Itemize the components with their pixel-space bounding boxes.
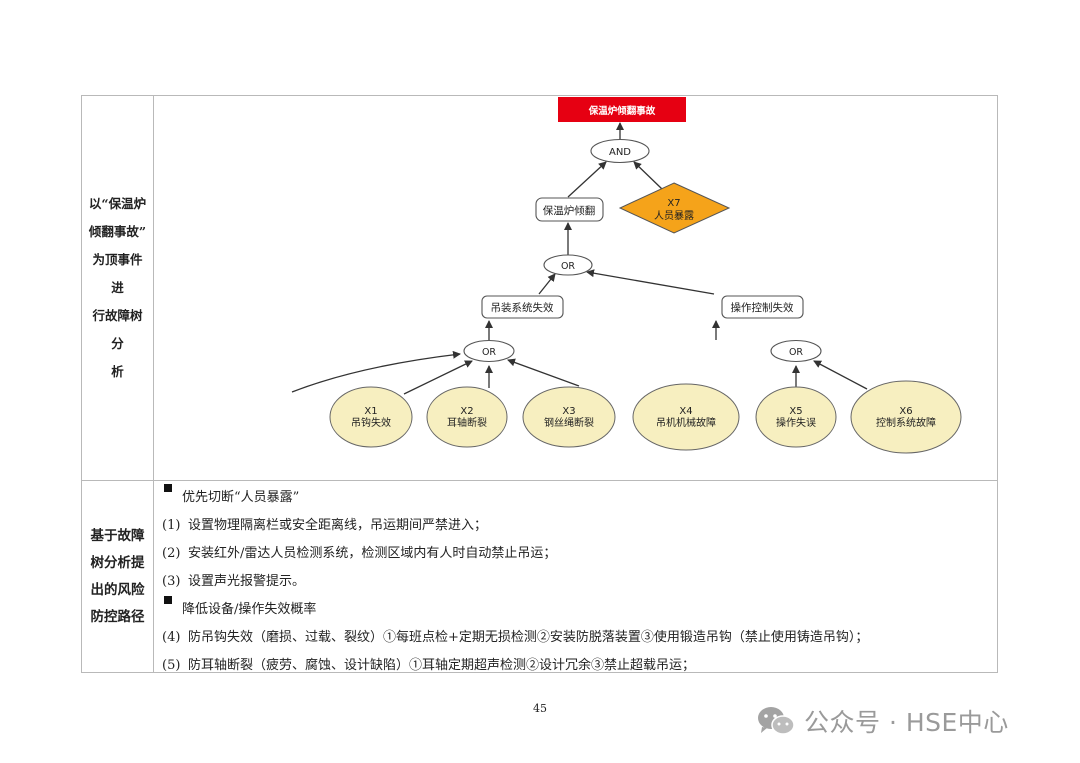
- x3-id: X3: [562, 406, 575, 417]
- or-gate-main: OR: [543, 254, 593, 276]
- table-row-divider: [82, 480, 997, 481]
- x7-name: 人员暴露: [654, 210, 694, 222]
- tree-connectors: [291, 122, 868, 395]
- x5-name: 操作失误: [776, 416, 816, 429]
- list-item: 降低设备/操作失效概率: [162, 596, 992, 624]
- or-gate-right: OR: [770, 339, 822, 363]
- x7-id: X7: [667, 198, 680, 209]
- top-event: 保温炉倾翻事故: [558, 97, 686, 122]
- x5-id: X5: [789, 406, 802, 417]
- row1-label-cell: 以“保温炉 倾翻事故” 为顶事件进 行故障树分 析: [82, 96, 153, 480]
- basic-event-x4: X4 吊机机械故障: [632, 383, 740, 451]
- or-gate-main-label: OR: [561, 261, 575, 272]
- basic-event-x2: X2 耳轴断裂: [426, 386, 508, 448]
- table-column-divider: [153, 96, 154, 672]
- edge-x6: [813, 360, 868, 390]
- basic-event-x7: X7 人员暴露: [618, 182, 731, 234]
- or-gate-left: OR: [463, 339, 515, 363]
- and-gate-label: AND: [609, 147, 631, 158]
- list-item: (1)设置物理隔离栏或安全距离线，吊运期间严禁进入；: [162, 518, 488, 533]
- risk-control-list: 优先切断“人员暴露” (1)设置物理隔离栏或安全距离线，吊运期间严禁进入； (2…: [162, 484, 992, 680]
- row2-label-cell: 基于故障 树分析提 出的风险 防控路径: [82, 481, 153, 672]
- and-gate: AND: [590, 138, 650, 164]
- basic-event-x3: X3 钢丝绳断裂: [522, 386, 616, 448]
- watermark-text: 公众号 · HSE中心: [804, 708, 1009, 737]
- edge-x4: [507, 358, 580, 387]
- edge-left-to-or1: [538, 273, 556, 295]
- edge-intermediate-to-and: [567, 161, 607, 198]
- fault-tree-diagram: 保温炉倾翻事故 AND 保温炉倾翻 X7 人员暴露 OR 吊装系统失效: [291, 97, 962, 454]
- basic-event-x6: X6 控制系统故障: [850, 380, 962, 454]
- intermediate-event-control-label: 操作控制失效: [731, 301, 794, 314]
- square-bullet-icon: [164, 484, 172, 492]
- page-number: 45: [533, 702, 547, 715]
- wechat-icon: [758, 707, 795, 735]
- intermediate-event-lifting: 吊装系统失效: [481, 295, 564, 319]
- basic-event-x5: X5 操作失误: [755, 386, 837, 448]
- square-bullet-icon: [164, 596, 172, 604]
- edge-x2: [403, 360, 473, 395]
- or-gate-left-label: OR: [482, 347, 496, 358]
- row1-label: 以“保温炉 倾翻事故” 为顶事件进 行故障树分 析: [88, 196, 147, 379]
- x1-id: X1: [364, 406, 377, 417]
- list-item: 优先切断“人员暴露”: [162, 484, 992, 512]
- or-gate-right-label: OR: [789, 347, 803, 358]
- edge-x1: [291, 350, 461, 393]
- row2-label: 基于故障 树分析提 出的风险 防控路径: [90, 527, 145, 625]
- x2-id: X2: [460, 406, 473, 417]
- list-item: (4)防吊钩失效（磨损、过载、裂纹）①每班点检+定期无损检测②安装防脱落装置③使…: [162, 630, 869, 645]
- list-item: (2)安装红外/雷达人员检测系统，检测区域内有人时自动禁止吊运；: [162, 546, 557, 561]
- x4-id: X4: [679, 406, 692, 417]
- intermediate-event-lifting-label: 吊装系统失效: [491, 301, 554, 314]
- x3-name: 钢丝绳断裂: [544, 416, 594, 429]
- top-event-label: 保温炉倾翻事故: [588, 105, 656, 117]
- list-item: (3)设置声光报警提示。: [162, 574, 306, 589]
- intermediate-event-control: 操作控制失效: [721, 295, 804, 319]
- intermediate-event-furnace-label: 保温炉倾翻: [543, 204, 596, 217]
- x6-id: X6: [899, 406, 912, 417]
- document-table: 以“保温炉 倾翻事故” 为顶事件进 行故障树分 析: [81, 95, 998, 673]
- basic-event-x1: X1 吊钩失效: [329, 386, 413, 448]
- x2-name: 耳轴断裂: [447, 416, 487, 429]
- x4-name: 吊机机械故障: [656, 416, 716, 429]
- edge-x7-to-and: [633, 161, 663, 190]
- x6-name: 控制系统故障: [876, 416, 936, 429]
- watermark: 公众号 · HSE中心: [756, 703, 1009, 739]
- list-item: (5)防耳轴断裂（疲劳、腐蚀、设计缺陷）①耳轴定期超声检测②设计冗余③禁止超载吊…: [162, 658, 696, 673]
- edge-right-to-or1: [586, 269, 715, 295]
- intermediate-event-furnace: 保温炉倾翻: [535, 197, 604, 222]
- x1-name: 吊钩失效: [351, 416, 391, 429]
